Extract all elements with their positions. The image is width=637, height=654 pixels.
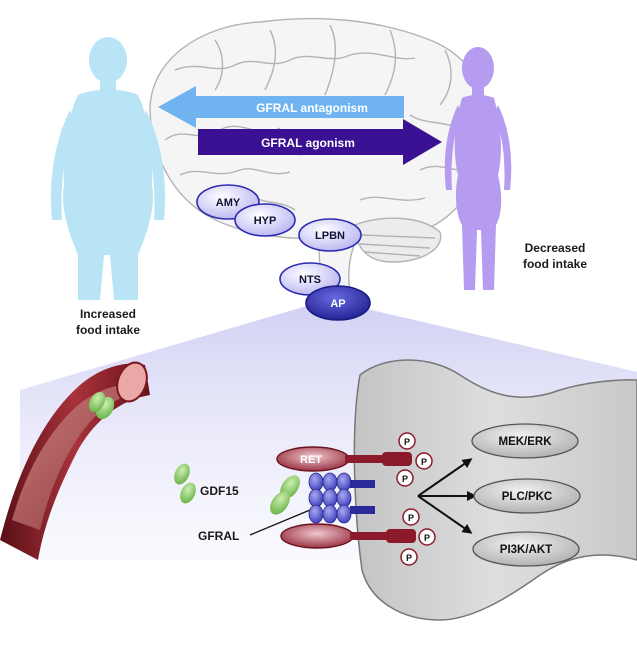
signaling-arrows <box>417 458 477 534</box>
lpbn-node <box>298 218 362 252</box>
plc-pkc-node <box>473 478 581 514</box>
obese-figure <box>50 37 166 300</box>
left-figure-label-line2: food intake <box>76 323 140 337</box>
gfral-agonism-label: GFRAL agonism <box>261 136 355 150</box>
mek-erk-label: MEK/ERK <box>498 436 552 448</box>
amy-label: AMY <box>216 197 241 209</box>
phospho-label-5: P <box>424 533 430 543</box>
ret-label: RET <box>300 454 322 466</box>
gfral-pointer-line <box>249 509 311 536</box>
ap-node <box>305 285 371 321</box>
ret-receptor-bottom <box>280 523 416 549</box>
gdf15-label: GDF15 <box>200 484 239 498</box>
gfral-agonism-arrow <box>198 119 442 165</box>
nts-label: NTS <box>299 274 321 286</box>
blood-vessel <box>0 361 150 560</box>
lpbn-label: LPBN <box>315 230 345 242</box>
phospho-label-6: P <box>406 553 412 563</box>
plc-pkc-label: PLC/PKC <box>502 491 552 503</box>
phospho-label-1: P <box>404 437 410 447</box>
pi3k-akt-node <box>472 531 580 567</box>
pi3k-akt-label: PI3K/AKT <box>500 544 552 556</box>
thin-figure <box>444 47 512 290</box>
gfral-antagonism-label: GFRAL antagonism <box>256 101 368 115</box>
mek-erk-node <box>471 423 579 459</box>
left-figure-label-line1: Increased <box>80 307 136 321</box>
hyp-node <box>234 203 296 237</box>
gfral-antagonism-arrow <box>158 86 404 128</box>
gfral-label: GFRAL <box>198 529 239 543</box>
gfral-receptor-cluster <box>308 472 375 524</box>
ap-label: AP <box>330 298 345 310</box>
right-figure-label-line2: food intake <box>523 257 587 271</box>
bound-gdf15 <box>270 475 300 515</box>
ret-receptor-top <box>276 446 412 472</box>
phospho-sites: P P P P P P <box>396 432 436 566</box>
brain-region-nodes: AMY HYP LPBN NTS AP <box>196 184 371 321</box>
phospho-label-2: P <box>421 457 427 467</box>
phospho-label-3: P <box>402 474 408 484</box>
hyp-label: HYP <box>254 215 277 227</box>
brain-illustration <box>149 17 489 303</box>
right-figure-label-line1: Decreased <box>525 241 586 255</box>
gdf15-molecule <box>174 463 196 504</box>
phospho-label-4: P <box>408 513 414 523</box>
pathway-nodes: MEK/ERK PLC/PKC PI3K/AKT <box>471 423 581 567</box>
